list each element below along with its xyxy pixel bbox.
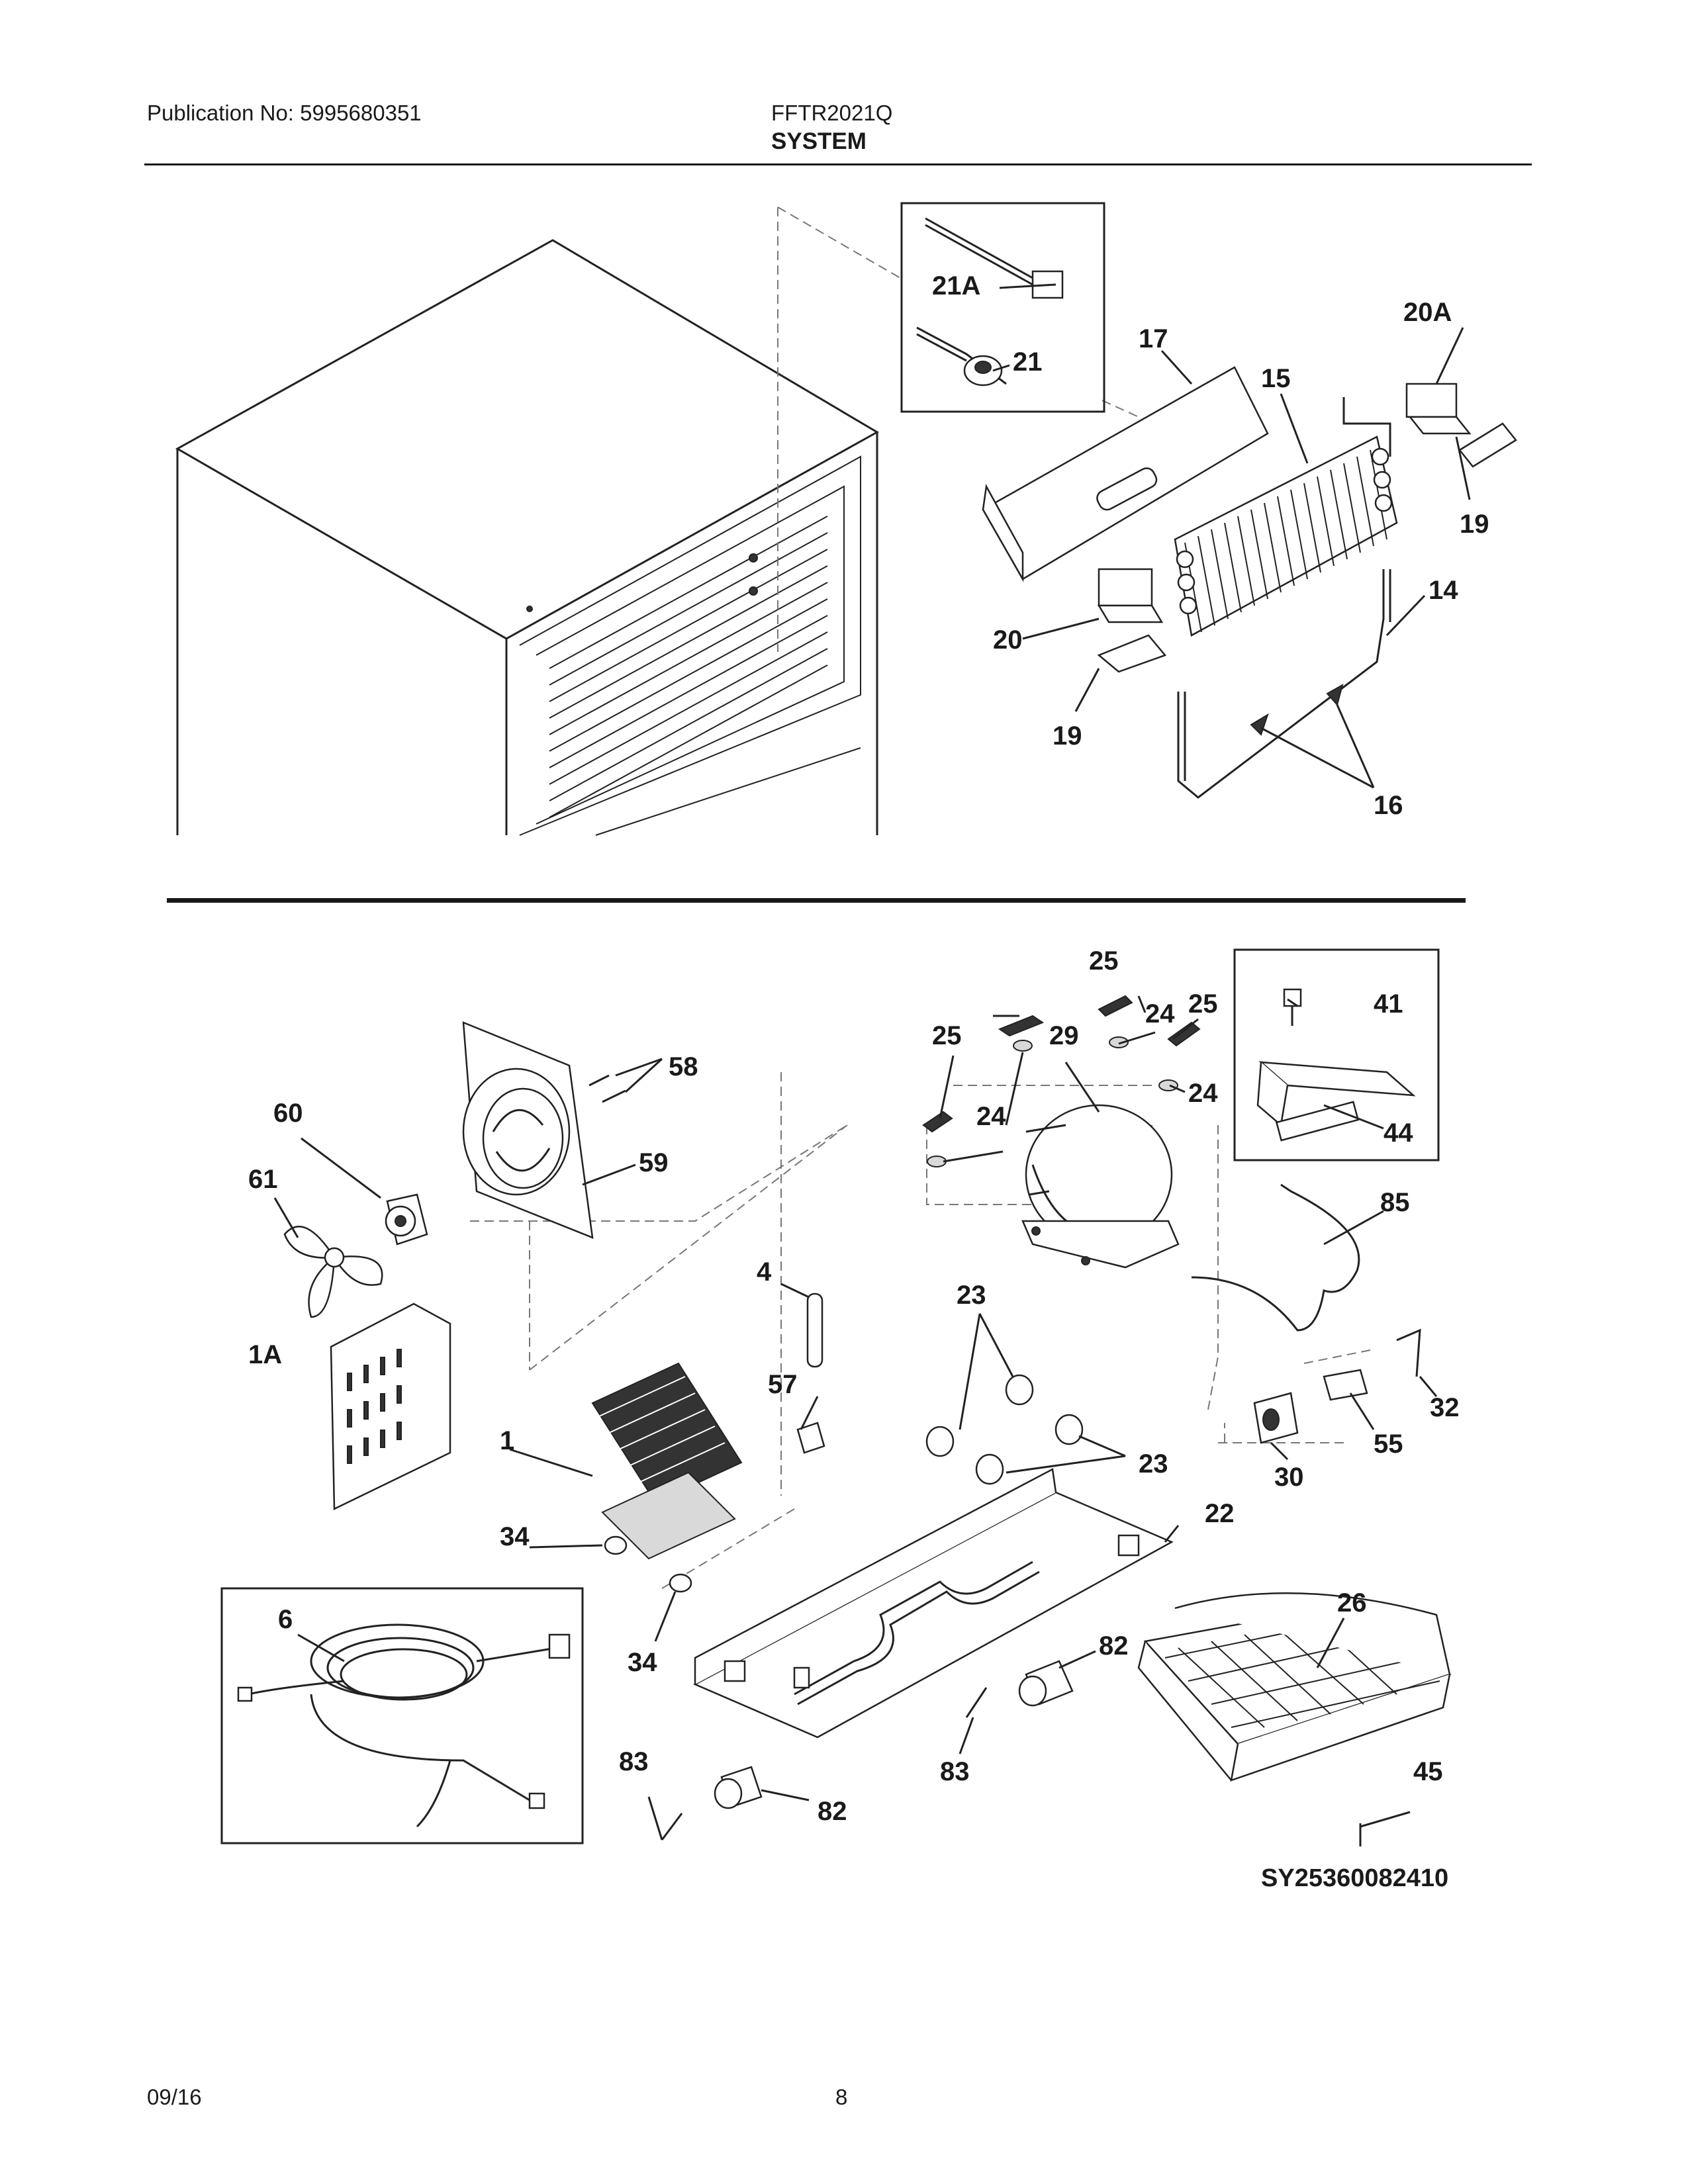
callout-label: 61 [248,1165,278,1194]
callout-label: 22 [1205,1499,1235,1528]
callout-label: 25 [932,1021,962,1050]
inset-6-power-cord [220,1587,584,1844]
part-29-compressor [1021,1104,1180,1269]
callout-label: 6 [278,1605,293,1634]
part-83-screw [661,1813,683,1841]
part-57-clip [796,1422,825,1454]
part-61-fan-blade [283,1226,383,1318]
callout-label: 21 [1013,347,1043,377]
callout-label: 32 [1430,1393,1460,1422]
part-25-grommet-clip [922,1111,953,1133]
part-17-evaporator-cover [982,366,1269,582]
callout-label: 21A [932,271,980,300]
callout-label: 4 [757,1257,772,1287]
callout-label: 17 [1139,324,1168,353]
callout-label: 58 [669,1052,698,1081]
part-15-evaporator [1174,397,1398,637]
callout-label: 24 [976,1102,1006,1131]
part-19-clip-left [1097,634,1167,673]
callout-label: 85 [1380,1188,1410,1217]
inset-21-21a [900,202,1105,413]
part-14-heater-wire [1177,569,1391,799]
footer-date: 09/16 [147,2085,202,2109]
callout-label: 45 [1413,1757,1443,1786]
part-24-washer [1158,1079,1178,1091]
part-16-clip [1326,683,1344,707]
publication-number: Publication No: 5995680351 [147,101,422,125]
section-title: SYSTEM [771,128,867,154]
callout-label: 1 [500,1426,514,1455]
diagram-code: SY25360082410 [1261,1864,1448,1892]
part-32-clip [1396,1328,1421,1377]
part-60-fan-motor [385,1193,428,1246]
callout-label: 34 [628,1648,657,1677]
callout-label: 82 [818,1797,847,1826]
part-24-washer [1013,1040,1033,1052]
model-number: FFTR2021Q [771,101,893,125]
part-55-overload [1323,1369,1368,1401]
page-number: 8 [835,2085,848,2109]
callout-label: 14 [1429,576,1458,605]
callout-label: 16 [1374,791,1403,820]
callout-label: 20A [1403,298,1452,327]
part-23-grommets [925,1374,1084,1485]
callout-label: 20 [993,625,1023,655]
callout-label: 83 [940,1757,970,1786]
callout-label: 24 [1188,1079,1218,1108]
section-divider [167,898,1466,903]
part-20-defrost-heater [1098,568,1153,607]
callout-label: 29 [1049,1021,1079,1050]
part-19-clip-right [1458,422,1517,468]
callout-label: 25 [1089,946,1119,976]
callout-label: 44 [1383,1118,1413,1148]
part-25-grommet-clip [998,1015,1045,1037]
callout-label: 30 [1274,1463,1304,1492]
callout-label: 25 [1188,989,1218,1019]
part-24-washer [1109,1036,1129,1048]
part-1a-condenser-grille [330,1302,451,1510]
part-58-screw [588,1074,610,1087]
callout-label: 60 [273,1099,303,1128]
part-20a-defrost-terminator [1405,383,1458,418]
header-rule [144,163,1532,165]
callout-label: 26 [1337,1588,1367,1617]
part-34-bushing [669,1573,692,1593]
part-24-washer [927,1156,947,1167]
callout-label: 19 [1460,510,1489,539]
callout-label: 83 [619,1747,649,1776]
callout-label: 24 [1145,999,1175,1028]
callout-label: 15 [1261,364,1291,393]
part-4-drier [806,1293,823,1368]
callout-label: 23 [1139,1449,1168,1479]
callout-label: 23 [957,1281,986,1310]
callout-label: 82 [1099,1631,1129,1661]
part-22-base-plate [693,1468,1174,1739]
callout-label: 41 [1374,989,1403,1019]
part-25-grommet-clip [1098,995,1133,1017]
part-58-screw [602,1089,626,1103]
part-34-bushing [604,1535,628,1555]
part-25-grommet-clip [1167,1021,1201,1047]
callout-label: 55 [1374,1430,1403,1459]
callout-label: 57 [768,1370,798,1399]
part-1-condenser [591,1362,743,1560]
part-16-clip [1250,713,1269,736]
inset-41-44 [1233,948,1440,1161]
callout-label: 19 [1053,721,1082,751]
callout-label: 34 [500,1522,530,1551]
callout-label: 59 [639,1148,669,1177]
part-83-screw [965,1687,988,1718]
part-85-tube [1191,1183,1360,1332]
part-26-drain-pan [1137,1592,1452,1782]
callout-label: 1A [248,1340,282,1369]
part-59-fan-shroud [462,1021,594,1239]
refrigerator-cabinet [175,239,880,836]
